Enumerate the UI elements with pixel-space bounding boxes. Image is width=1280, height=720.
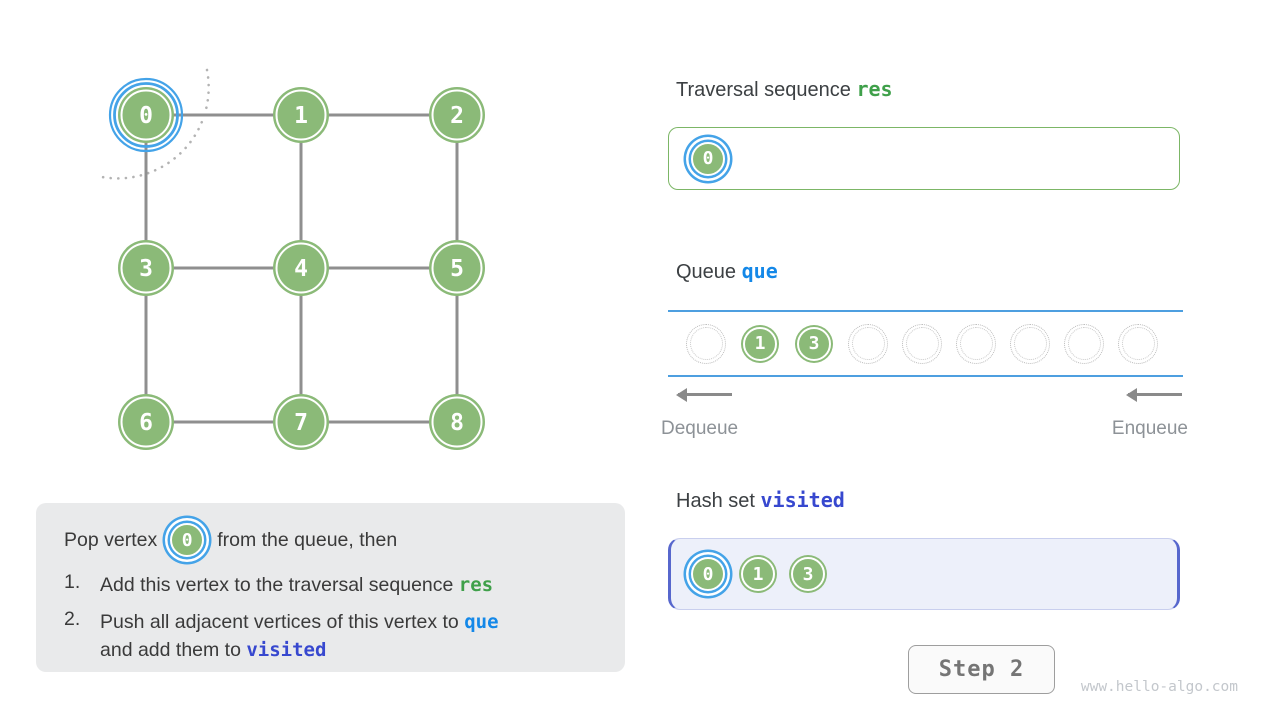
visited-title-text: Hash set bbox=[676, 490, 755, 512]
visited-code-label: visited bbox=[760, 488, 845, 512]
graph-node-label: 0 bbox=[139, 103, 153, 129]
queue-section-title: Queue que bbox=[676, 259, 778, 284]
pop-suffix-text: from the queue, then bbox=[217, 528, 398, 551]
watermark-text: www.hello-algo.com bbox=[1080, 679, 1238, 695]
graph-node-label: 5 bbox=[450, 256, 464, 282]
graph-node-3: 3 bbox=[118, 240, 174, 296]
res-container: 0 bbox=[668, 127, 1180, 190]
neighborhood-arc bbox=[95, 68, 210, 180]
queue-item-badge: 1 bbox=[743, 326, 777, 361]
graph-node-label: 7 bbox=[294, 410, 308, 436]
description-list: 1. Add this vertex to the traversal sequ… bbox=[64, 571, 599, 664]
graph-node-label: 8 bbox=[450, 410, 464, 436]
graph-node-label: 3 bbox=[139, 256, 153, 282]
enqueue-arrow-icon bbox=[1126, 387, 1182, 402]
popped-vertex-badge: 0 bbox=[170, 523, 205, 557]
step-description-box: Pop vertex 0 from the queue, then 1. Add… bbox=[36, 503, 625, 672]
graph-node-label: 4 bbox=[294, 256, 308, 282]
visited-item-badge: 1 bbox=[741, 557, 775, 591]
queue-empty-slot bbox=[1118, 323, 1158, 364]
pop-prefix-text: Pop vertex bbox=[64, 528, 158, 551]
queue-title-text: Queue bbox=[676, 261, 737, 283]
graph-canvas: 0 1 2 3 4 5 6 7 8 bbox=[95, 68, 485, 450]
visited-item-badge: 0 bbox=[691, 557, 725, 591]
visited-item-badge: 3 bbox=[791, 557, 825, 591]
queue-item-slot: 1 bbox=[740, 324, 780, 364]
dequeue-arrow-icon bbox=[676, 387, 732, 402]
visited-code-ref: visited bbox=[246, 639, 327, 661]
queue-empty-slot bbox=[1010, 323, 1050, 364]
graph-node-6: 6 bbox=[118, 394, 174, 450]
graph-node-0: 0 bbox=[108, 77, 184, 153]
item-text: Add this vertex to the traversal sequenc… bbox=[100, 571, 493, 599]
que-code-ref: que bbox=[464, 611, 499, 633]
pop-line: Pop vertex 0 from the queue, then bbox=[64, 518, 599, 562]
que-code-label: que bbox=[741, 259, 778, 283]
graph-node-label: 6 bbox=[139, 410, 153, 436]
res-code-label: res bbox=[856, 77, 893, 101]
item-text-body: Push all adjacent vertices of this verte… bbox=[100, 611, 459, 633]
enqueue-label: Enqueue bbox=[1111, 418, 1188, 439]
queue-item-badge: 3 bbox=[797, 326, 831, 361]
graph-node-7: 7 bbox=[273, 394, 329, 450]
graph-node-5: 5 bbox=[429, 240, 485, 296]
visited-section-title: Hash set visited bbox=[676, 488, 845, 513]
res-title-text: Traversal sequence bbox=[676, 79, 851, 101]
item-text-body2: and add them to bbox=[100, 639, 241, 661]
graph-node-2: 2 bbox=[429, 87, 485, 143]
queue-empty-slot bbox=[1064, 323, 1104, 364]
res-item-badge: 0 bbox=[691, 141, 725, 176]
graph-node-label: 2 bbox=[450, 103, 464, 129]
graph-node-8: 8 bbox=[429, 394, 485, 450]
queue-empty-slot bbox=[848, 323, 888, 364]
step-button[interactable]: Step 2 bbox=[908, 645, 1055, 694]
res-section-title: Traversal sequence res bbox=[676, 77, 893, 102]
graph-node-4: 4 bbox=[273, 240, 329, 296]
dequeue-label: Dequeue bbox=[661, 418, 739, 439]
queue-empty-slot bbox=[902, 323, 942, 364]
description-item-2: 2. Push all adjacent vertices of this ve… bbox=[64, 608, 599, 664]
graph-node-1: 1 bbox=[273, 87, 329, 143]
visited-container: 0 1 3 bbox=[668, 538, 1180, 610]
description-item-1: 1. Add this vertex to the traversal sequ… bbox=[64, 571, 599, 599]
queue-empty-slot bbox=[956, 323, 996, 364]
queue-item-slot: 3 bbox=[794, 324, 834, 364]
queue-empty-slot bbox=[686, 323, 726, 364]
item-text: Push all adjacent vertices of this verte… bbox=[100, 608, 499, 664]
item-number: 2. bbox=[64, 608, 81, 630]
item-number: 1. bbox=[64, 571, 81, 593]
res-code-ref: res bbox=[458, 574, 494, 596]
item-text-body: Add this vertex to the traversal sequenc… bbox=[100, 574, 454, 596]
graph-node-label: 1 bbox=[294, 103, 308, 129]
